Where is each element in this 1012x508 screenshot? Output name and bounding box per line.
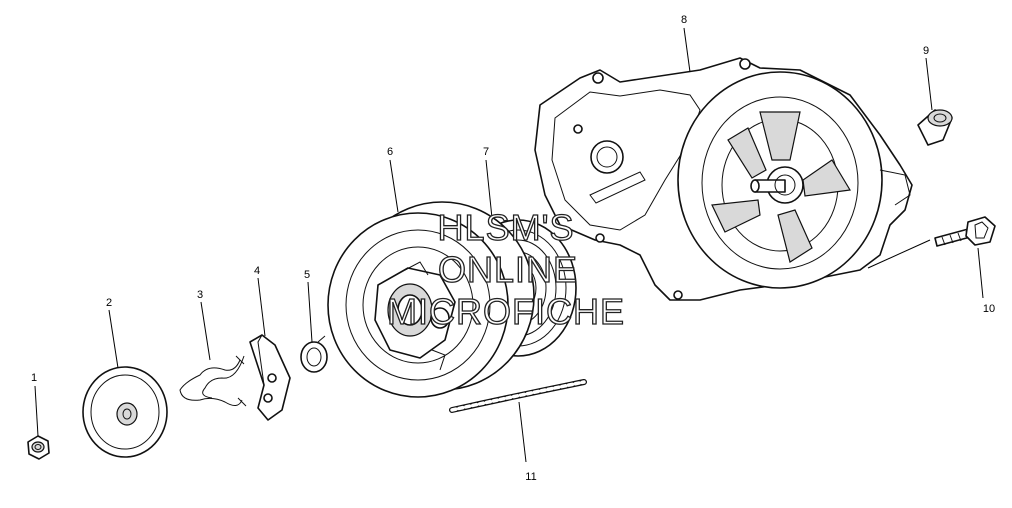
- part-10-bolt: [934, 216, 996, 247]
- callout-labels: 1 2 3 4 5 6 7 8 9 10 11: [31, 14, 995, 483]
- part-4-pawl: [249, 334, 291, 421]
- part-2-plate: [82, 366, 168, 458]
- callout-2: 2: [106, 297, 112, 309]
- callout-4: 4: [254, 265, 260, 277]
- callout-7: 7: [483, 146, 489, 158]
- watermark-line-1: HLSM'S: [438, 207, 575, 248]
- part-9-bushing: [917, 109, 953, 146]
- callout-10: 10: [983, 303, 995, 315]
- callout-1: 1: [31, 372, 37, 384]
- callout-3: 3: [197, 289, 203, 301]
- part-3-wire-clip: [179, 355, 247, 407]
- callout-11: 11: [525, 471, 536, 483]
- watermark: HLSM'S ONLINE MICROFICHE: [386, 206, 625, 332]
- leader-lines: [34, 27, 984, 463]
- callout-9: 9: [923, 45, 929, 57]
- watermark-line-3: MICROFICHE: [387, 291, 625, 332]
- part-5-spring: [300, 335, 328, 373]
- part-11-starter-rope: [449, 379, 587, 413]
- callout-5: 5: [304, 269, 310, 281]
- part-6-pulley: [327, 201, 535, 398]
- watermark-line-2: ONLINE: [438, 249, 578, 290]
- part-1-nut: [27, 435, 50, 460]
- part-8-recoil-housing: [534, 57, 913, 301]
- callout-8: 8: [681, 14, 687, 26]
- callout-6: 6: [387, 146, 393, 158]
